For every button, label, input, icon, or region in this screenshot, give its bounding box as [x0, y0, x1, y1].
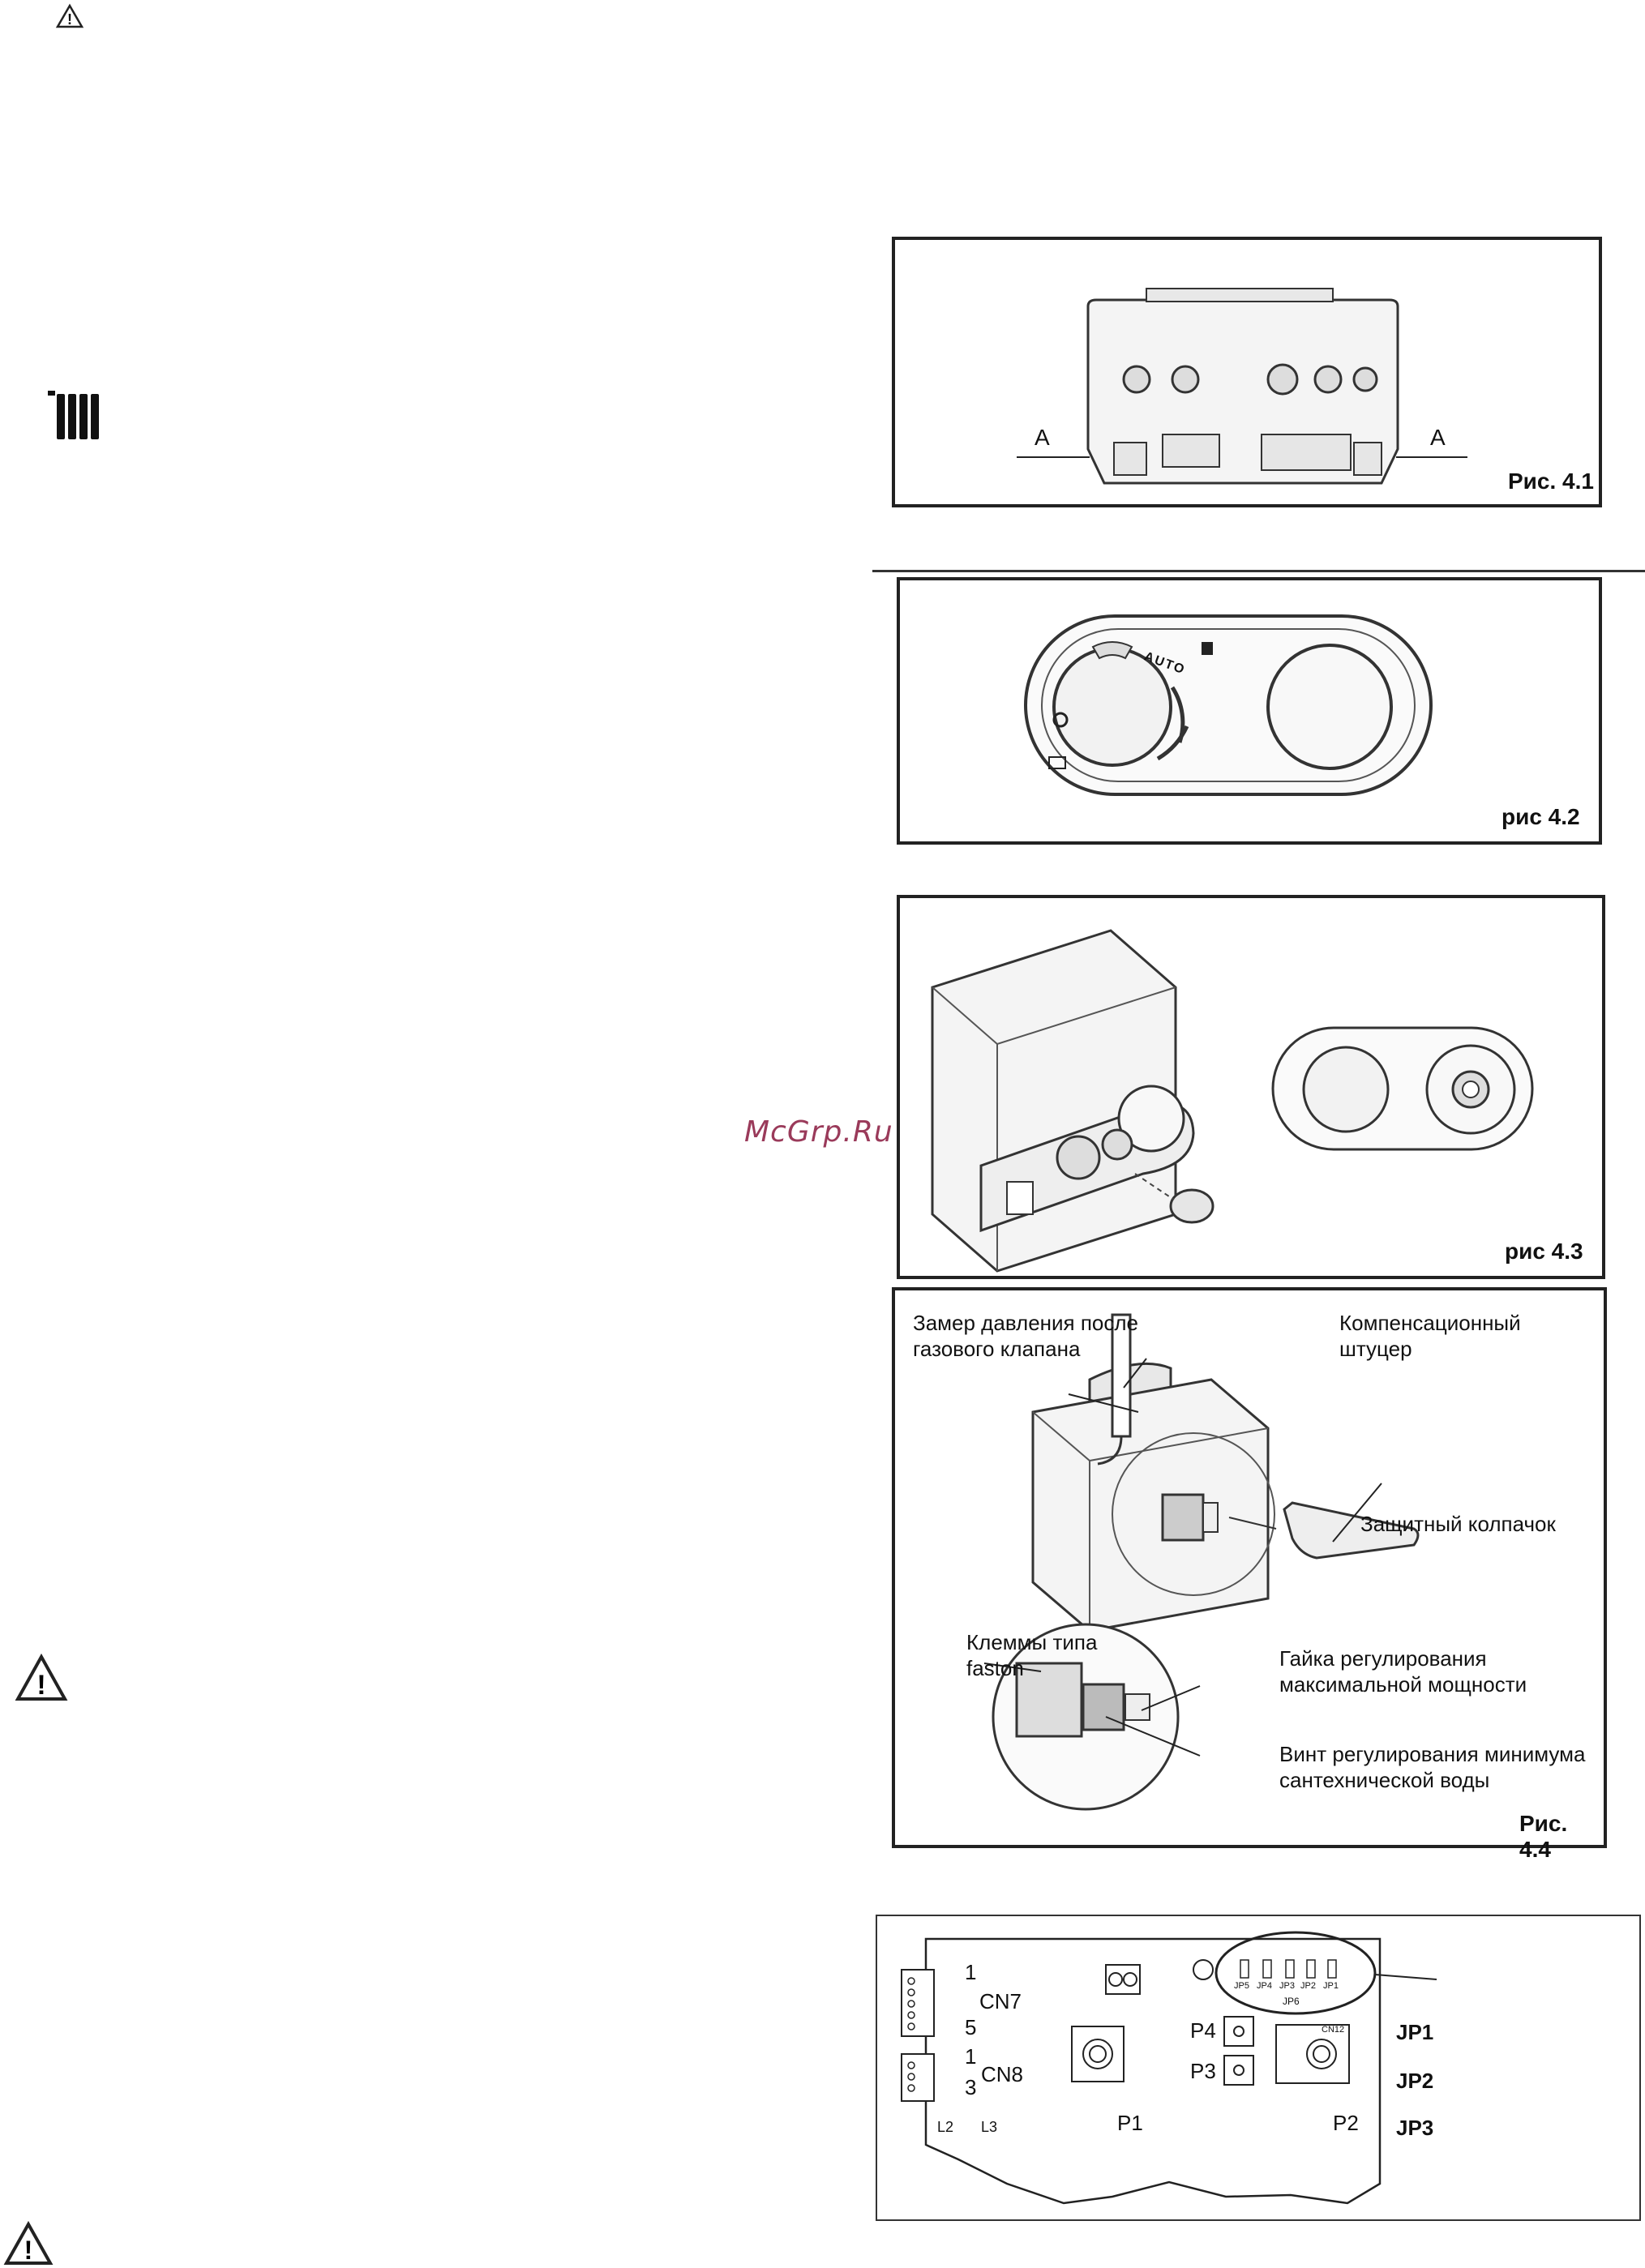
figure-label: Рис. 4.4 — [1519, 1811, 1568, 1862]
watermark: McGrp.Ru — [744, 1115, 893, 1149]
svg-text:!: ! — [36, 1670, 45, 1701]
callout-min-water-screw: Винт регулирования минимума сантехническ… — [1279, 1742, 1586, 1792]
jp3-tag: JP3 — [1279, 1981, 1295, 1991]
figure-label: рис 4.3 — [1505, 1239, 1583, 1264]
jp1-tag: JP1 — [1323, 1981, 1339, 1991]
control-panel — [1024, 614, 1433, 796]
figure-4-2: AUTO рис 4.2 — [897, 577, 1602, 845]
warning-icon-middle: ! — [15, 1654, 68, 1702]
figure-4-1: A A Рис. 4.1 — [892, 237, 1602, 507]
jp6-label: JP6 — [1283, 1996, 1300, 2007]
cn12-label: CN12 — [1322, 2025, 1345, 2035]
callout-max-power-nut: Гайка регулирования максимальной мощност… — [1279, 1646, 1527, 1697]
section-divider — [872, 570, 1645, 572]
boiler-bottom-view — [1017, 288, 1467, 485]
svg-text:!: ! — [24, 2236, 33, 2265]
cn8-pin3: 3 — [965, 2075, 977, 2099]
gas-valve — [983, 1313, 1420, 1811]
l2-label: L2 — [937, 2119, 954, 2135]
right-label-jp2: JP2 — [1396, 2069, 1434, 2093]
callout-pressure-tap: Замер давления после газового клапана — [913, 1311, 1139, 1361]
electronics-box — [931, 929, 1534, 1273]
warning-icon-top: ! — [55, 3, 84, 29]
jp2-tag: JP2 — [1300, 1981, 1316, 1991]
svg-text:!: ! — [67, 11, 72, 28]
marker-a-right: A — [1430, 425, 1446, 450]
p4-label: P4 — [1190, 2018, 1216, 2043]
figure-4-4: Замер давления после газового клапана Ко… — [892, 1287, 1607, 1862]
cn8-label: CN8 — [981, 2062, 1024, 2086]
p2-label: P2 — [1333, 2111, 1359, 2135]
p3-label: P3 — [1190, 2059, 1216, 2083]
jp4-tag: JP4 — [1257, 1981, 1272, 1991]
radiator-icon — [45, 387, 107, 444]
figure-4-3: рис 4.3 — [897, 895, 1605, 1279]
warning-icon-bottom: ! — [3, 2221, 54, 2266]
l3-label: L3 — [981, 2119, 998, 2135]
callout-protective-cap: Защитный колпачок — [1360, 1512, 1556, 1536]
cn7-pin5: 5 — [965, 2015, 977, 2039]
callout-faston-terminals: Клеммы типа faston — [966, 1630, 1098, 1680]
figure-label: Рис. 4.1 — [1508, 469, 1594, 494]
pcb-outline — [901, 1931, 1437, 2205]
right-label-jp3: JP3 — [1396, 2116, 1434, 2140]
right-label-jp1: JP1 — [1396, 2020, 1434, 2044]
cn8-pin1: 1 — [965, 2044, 977, 2069]
marker-a-left: A — [1035, 425, 1050, 450]
jp5-tag: JP5 — [1234, 1981, 1249, 1991]
callout-compensation-fitting: Компенсационный штуцер — [1339, 1311, 1521, 1361]
pcb-figure: 1 CN7 5 1 CN8 3 L2 L3 P1 P4 P3 P2 CN12 J… — [876, 1915, 1641, 2221]
cn7-pin1: 1 — [965, 1960, 977, 1984]
p1-label: P1 — [1117, 2111, 1143, 2135]
cn7-label: CN7 — [979, 1989, 1022, 2013]
figure-label: рис 4.2 — [1501, 804, 1580, 829]
